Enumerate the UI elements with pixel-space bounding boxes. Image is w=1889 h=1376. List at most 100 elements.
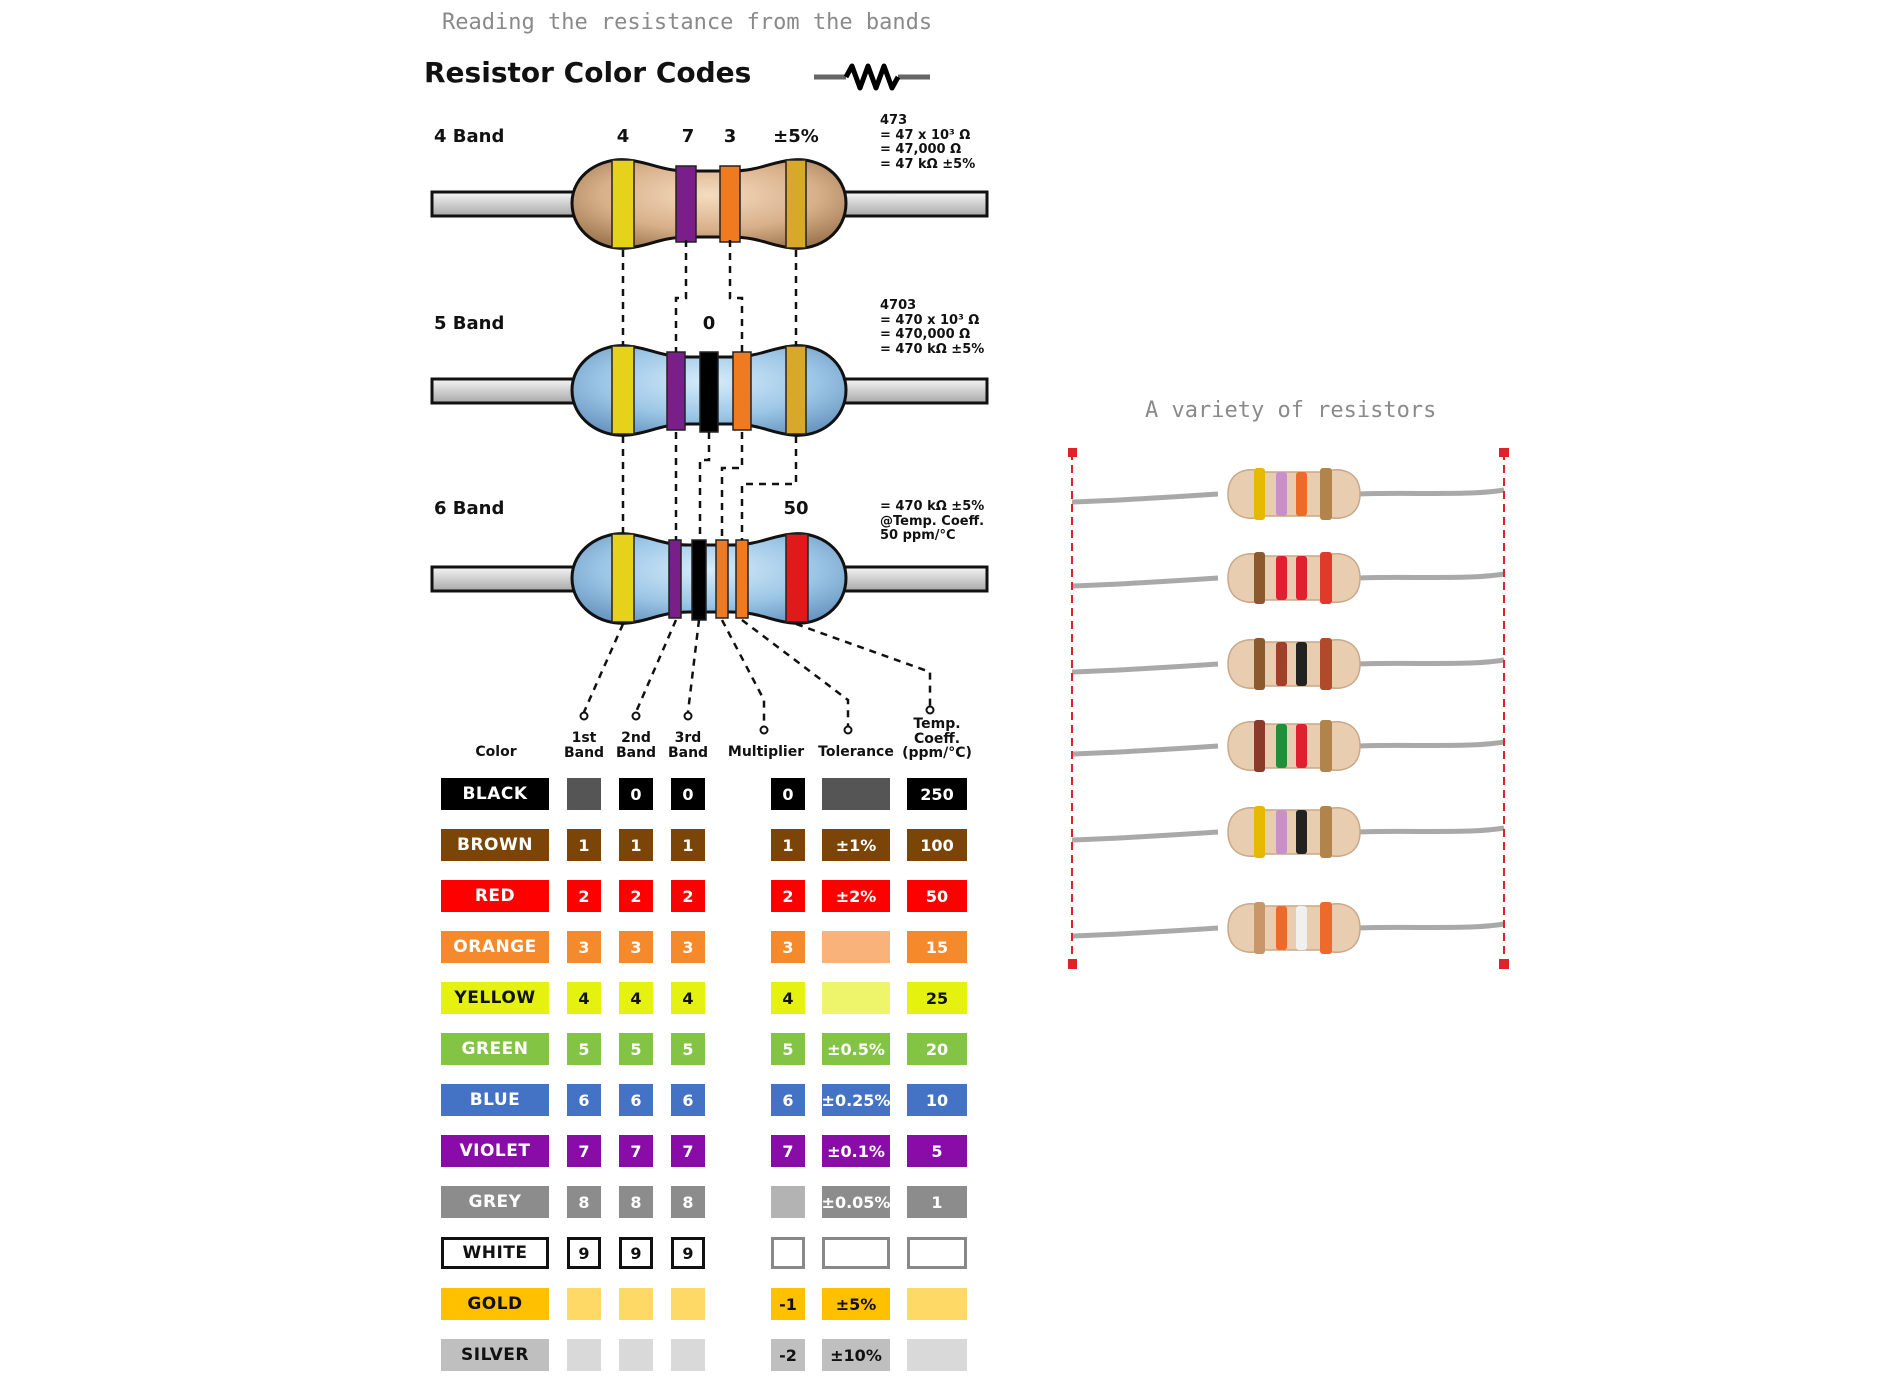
photo-band bbox=[1254, 468, 1265, 520]
five-band-equation: 4703 = 470 x 10³ Ω = 470,000 Ω = 470 kΩ … bbox=[880, 298, 984, 357]
four-band-resistor bbox=[430, 158, 989, 250]
photo-band bbox=[1296, 556, 1307, 600]
cell-d1: 8 bbox=[567, 1186, 601, 1218]
cell-mult bbox=[771, 1237, 805, 1269]
cell-temp: 10 bbox=[907, 1084, 967, 1116]
cell-temp: 20 bbox=[907, 1033, 967, 1065]
cell-tol: ±5% bbox=[822, 1288, 890, 1320]
connector-lines bbox=[582, 240, 932, 726]
photo-band bbox=[1276, 642, 1287, 686]
cell-d2: 8 bbox=[619, 1186, 653, 1218]
cell-mult: 3 bbox=[771, 931, 805, 963]
color-name-cell: GOLD bbox=[441, 1288, 549, 1320]
photo-band bbox=[1320, 806, 1332, 858]
cell-mult: -2 bbox=[771, 1339, 805, 1371]
cell-d3: 9 bbox=[671, 1237, 705, 1269]
cell-d3 bbox=[671, 1339, 705, 1371]
four-band-label: 4 Band bbox=[434, 126, 505, 147]
six-band-body bbox=[570, 532, 848, 625]
cell-mult: 7 bbox=[771, 1135, 805, 1167]
selection-handle[interactable] bbox=[1068, 448, 1077, 457]
header-tolerance: Tolerance bbox=[818, 744, 894, 760]
cell-temp: 15 bbox=[907, 931, 967, 963]
color-name-cell: BROWN bbox=[441, 829, 549, 861]
resistor-symbol-icon bbox=[814, 63, 930, 91]
photo-resistor bbox=[1071, 468, 1505, 520]
header-line: Band bbox=[563, 744, 605, 761]
photo-lead bbox=[1071, 657, 1505, 675]
header-line: 2nd bbox=[621, 730, 651, 746]
cell-d1: 5 bbox=[567, 1033, 601, 1065]
cell-d3: 0 bbox=[671, 778, 705, 810]
cell-tol: ±0.1% bbox=[822, 1135, 890, 1167]
cell-d1: 9 bbox=[567, 1237, 601, 1269]
selection-handle[interactable] bbox=[1499, 448, 1509, 457]
photo-band bbox=[1320, 720, 1332, 772]
cell-temp: 25 bbox=[907, 982, 967, 1014]
selection-handle[interactable] bbox=[1068, 959, 1077, 969]
six-band-resistor bbox=[430, 532, 989, 625]
equation-line: 50 ppm/°C bbox=[880, 528, 956, 543]
photo-resistor bbox=[1071, 552, 1505, 604]
cell-d2: 9 bbox=[619, 1237, 653, 1269]
cell-d1 bbox=[567, 778, 601, 810]
photo-band bbox=[1276, 906, 1287, 950]
cell-tol: ±0.25% bbox=[822, 1084, 890, 1116]
header-third-band: 3rd Band bbox=[668, 731, 708, 760]
cell-d1: 1 bbox=[567, 829, 601, 861]
connector-endpoints bbox=[579, 705, 935, 735]
page-title: Resistor Color Codes bbox=[424, 56, 752, 89]
header-line: (ppm/°C) bbox=[902, 745, 972, 761]
cell-d2: 4 bbox=[619, 982, 653, 1014]
header-multiplier: Multiplier bbox=[727, 744, 805, 760]
photo-resistor-body bbox=[1227, 469, 1361, 519]
cell-d2: 0 bbox=[619, 778, 653, 810]
header-line: 1st bbox=[571, 730, 597, 746]
photo-lead bbox=[1071, 825, 1505, 843]
photo-band bbox=[1254, 720, 1265, 772]
cell-temp bbox=[907, 1339, 967, 1371]
five-band-resistor bbox=[430, 344, 989, 437]
selection-handle[interactable] bbox=[1499, 959, 1509, 969]
cell-d3: 1 bbox=[671, 829, 705, 861]
cell-d3: 2 bbox=[671, 880, 705, 912]
cell-temp: 5 bbox=[907, 1135, 967, 1167]
cell-d3: 4 bbox=[671, 982, 705, 1014]
six-band-equation: = 470 kΩ ±5% @Temp. Coeff. 50 ppm/°C bbox=[880, 499, 985, 544]
photo-band bbox=[1320, 638, 1332, 690]
photo-band bbox=[1276, 810, 1287, 854]
photo-band bbox=[1296, 724, 1307, 768]
cell-d2: 3 bbox=[619, 931, 653, 963]
cell-tol: ±0.5% bbox=[822, 1033, 890, 1065]
color-name-cell: RED bbox=[441, 880, 549, 912]
selection-frame bbox=[1071, 452, 1505, 964]
cell-d1 bbox=[567, 1288, 601, 1320]
photo-band bbox=[1254, 638, 1265, 690]
cell-tol bbox=[822, 982, 890, 1014]
photo-band bbox=[1254, 552, 1265, 604]
resistor-photo bbox=[1068, 448, 1509, 969]
digit-tolerance: ±5% bbox=[773, 126, 819, 147]
equation-line: = 470 x 10³ Ω bbox=[880, 312, 980, 328]
photo-band bbox=[1254, 806, 1265, 858]
cell-d1 bbox=[567, 1339, 601, 1371]
photo-lead bbox=[1071, 921, 1505, 939]
cell-d2: 1 bbox=[619, 829, 653, 861]
cell-mult: -1 bbox=[771, 1288, 805, 1320]
cell-d2 bbox=[619, 1288, 653, 1320]
cell-temp: 100 bbox=[907, 829, 967, 861]
color-name-cell: BLUE bbox=[441, 1084, 549, 1116]
digit-first: 4 bbox=[616, 126, 630, 147]
six-band-label: 6 Band bbox=[434, 498, 505, 519]
color-name-cell: GREEN bbox=[441, 1033, 549, 1065]
photo-band bbox=[1276, 556, 1287, 600]
equation-line: @Temp. Coeff. bbox=[880, 513, 985, 529]
photo-lead bbox=[1071, 571, 1505, 589]
photo-resistor-body bbox=[1227, 807, 1361, 857]
cell-temp bbox=[907, 1288, 967, 1320]
photo-resistor bbox=[1071, 720, 1505, 772]
cell-temp: 250 bbox=[907, 778, 967, 810]
photo-band bbox=[1296, 810, 1307, 854]
header-first-band: 1st Band bbox=[564, 731, 604, 760]
digit-multiplier: 3 bbox=[723, 126, 737, 147]
